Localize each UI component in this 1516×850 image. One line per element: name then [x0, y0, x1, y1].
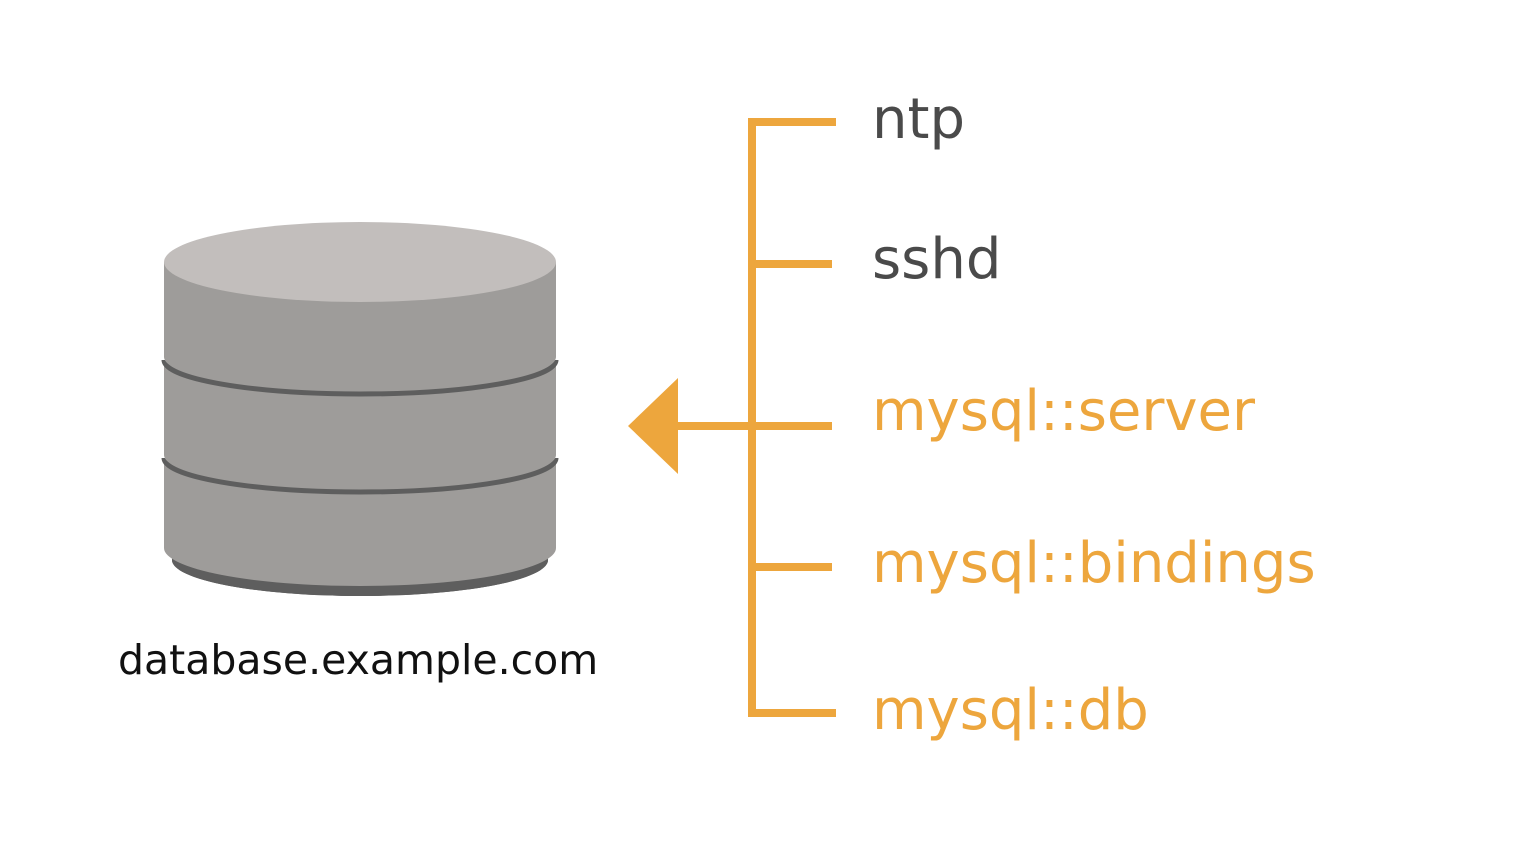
database-top-face: [164, 222, 556, 302]
class-label-sshd: sshd: [872, 227, 1002, 292]
database-layer-bottom: [164, 460, 556, 586]
class-label-mysql-server: mysql::server: [872, 379, 1255, 444]
database-separator-upper: [161, 359, 559, 397]
database-layer-middle: [164, 362, 556, 489]
arrow-head-icon: [628, 378, 678, 474]
class-label-ntp: ntp: [872, 87, 965, 152]
class-label-mysql-bindings: mysql::bindings: [872, 531, 1316, 596]
database-icon: [161, 222, 559, 596]
class-tree-connector: [676, 118, 836, 717]
host-name-label: database.example.com: [118, 636, 599, 684]
class-label-mysql-db: mysql::db: [872, 678, 1149, 743]
database-separator-lower: [161, 457, 559, 495]
